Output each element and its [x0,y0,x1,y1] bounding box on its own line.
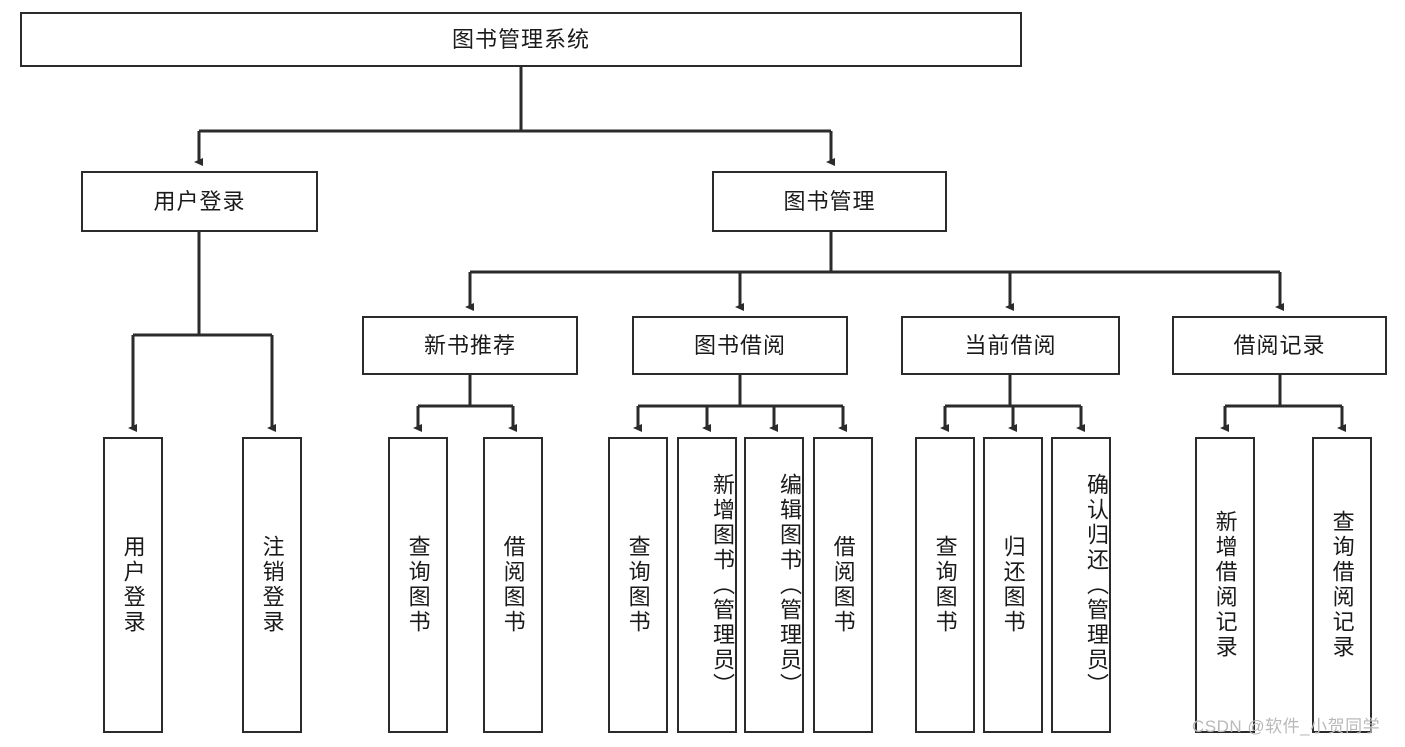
node-label: 归还图书 [1000,535,1026,635]
node-label: 新书推荐 [423,332,516,358]
leaf-book-borrow-add[interactable]: 新增图书（管理员） [677,437,737,733]
node-label: 借阅图书 [500,535,526,635]
node-label: 用户登录 [120,535,146,635]
leaf-user-login-logout[interactable]: 注销登录 [242,437,302,733]
node-label: 当前借阅 [964,332,1057,358]
watermark-credit: CSDN @软件_小贺同学 [1192,717,1381,736]
node-label: 借阅图书 [830,535,856,635]
node-label: 查询图书 [405,535,431,635]
node-new-book-recommend[interactable]: 新书推荐 [362,316,578,375]
node-label: 查询图书 [932,535,958,635]
leaf-book-borrow-borrow[interactable]: 借阅图书 [813,437,873,733]
leaf-book-borrow-query[interactable]: 查询图书 [608,437,668,733]
leaf-borrow-record-query[interactable]: 查询借阅记录 [1312,437,1372,733]
node-label: 新增图书（管理员） [710,472,735,698]
node-label: 确认归还（管理员） [1084,472,1109,698]
node-book-borrow[interactable]: 图书借阅 [632,316,848,375]
node-borrow-record[interactable]: 借阅记录 [1172,316,1387,375]
leaf-user-login-login[interactable]: 用户登录 [103,437,163,733]
node-user-login[interactable]: 用户登录 [81,171,318,232]
node-label: 查询借阅记录 [1329,510,1355,660]
node-label: 图书借阅 [693,332,786,358]
node-label: 编辑图书（管理员） [777,472,802,698]
node-label: 用户登录 [153,188,246,214]
node-label: 图书管理系统 [451,26,590,52]
node-book-management[interactable]: 图书管理 [712,171,947,232]
leaf-borrow-record-add[interactable]: 新增借阅记录 [1195,437,1255,733]
node-label: 图书管理 [783,188,876,214]
leaf-current-borrow-query[interactable]: 查询图书 [915,437,975,733]
leaf-current-borrow-confirm-return[interactable]: 确认归还（管理员） [1051,437,1111,733]
node-label: 借阅记录 [1233,332,1326,358]
node-label: 注销登录 [259,535,285,635]
node-root-book-management-system[interactable]: 图书管理系统 [20,12,1022,67]
leaf-book-borrow-edit[interactable]: 编辑图书（管理员） [744,437,804,733]
node-label: 查询图书 [625,535,651,635]
leaf-new-book-borrow[interactable]: 借阅图书 [483,437,543,733]
leaf-new-book-query[interactable]: 查询图书 [388,437,448,733]
node-label: 新增借阅记录 [1212,510,1238,660]
node-current-borrow[interactable]: 当前借阅 [901,316,1120,375]
leaf-current-borrow-return[interactable]: 归还图书 [983,437,1043,733]
